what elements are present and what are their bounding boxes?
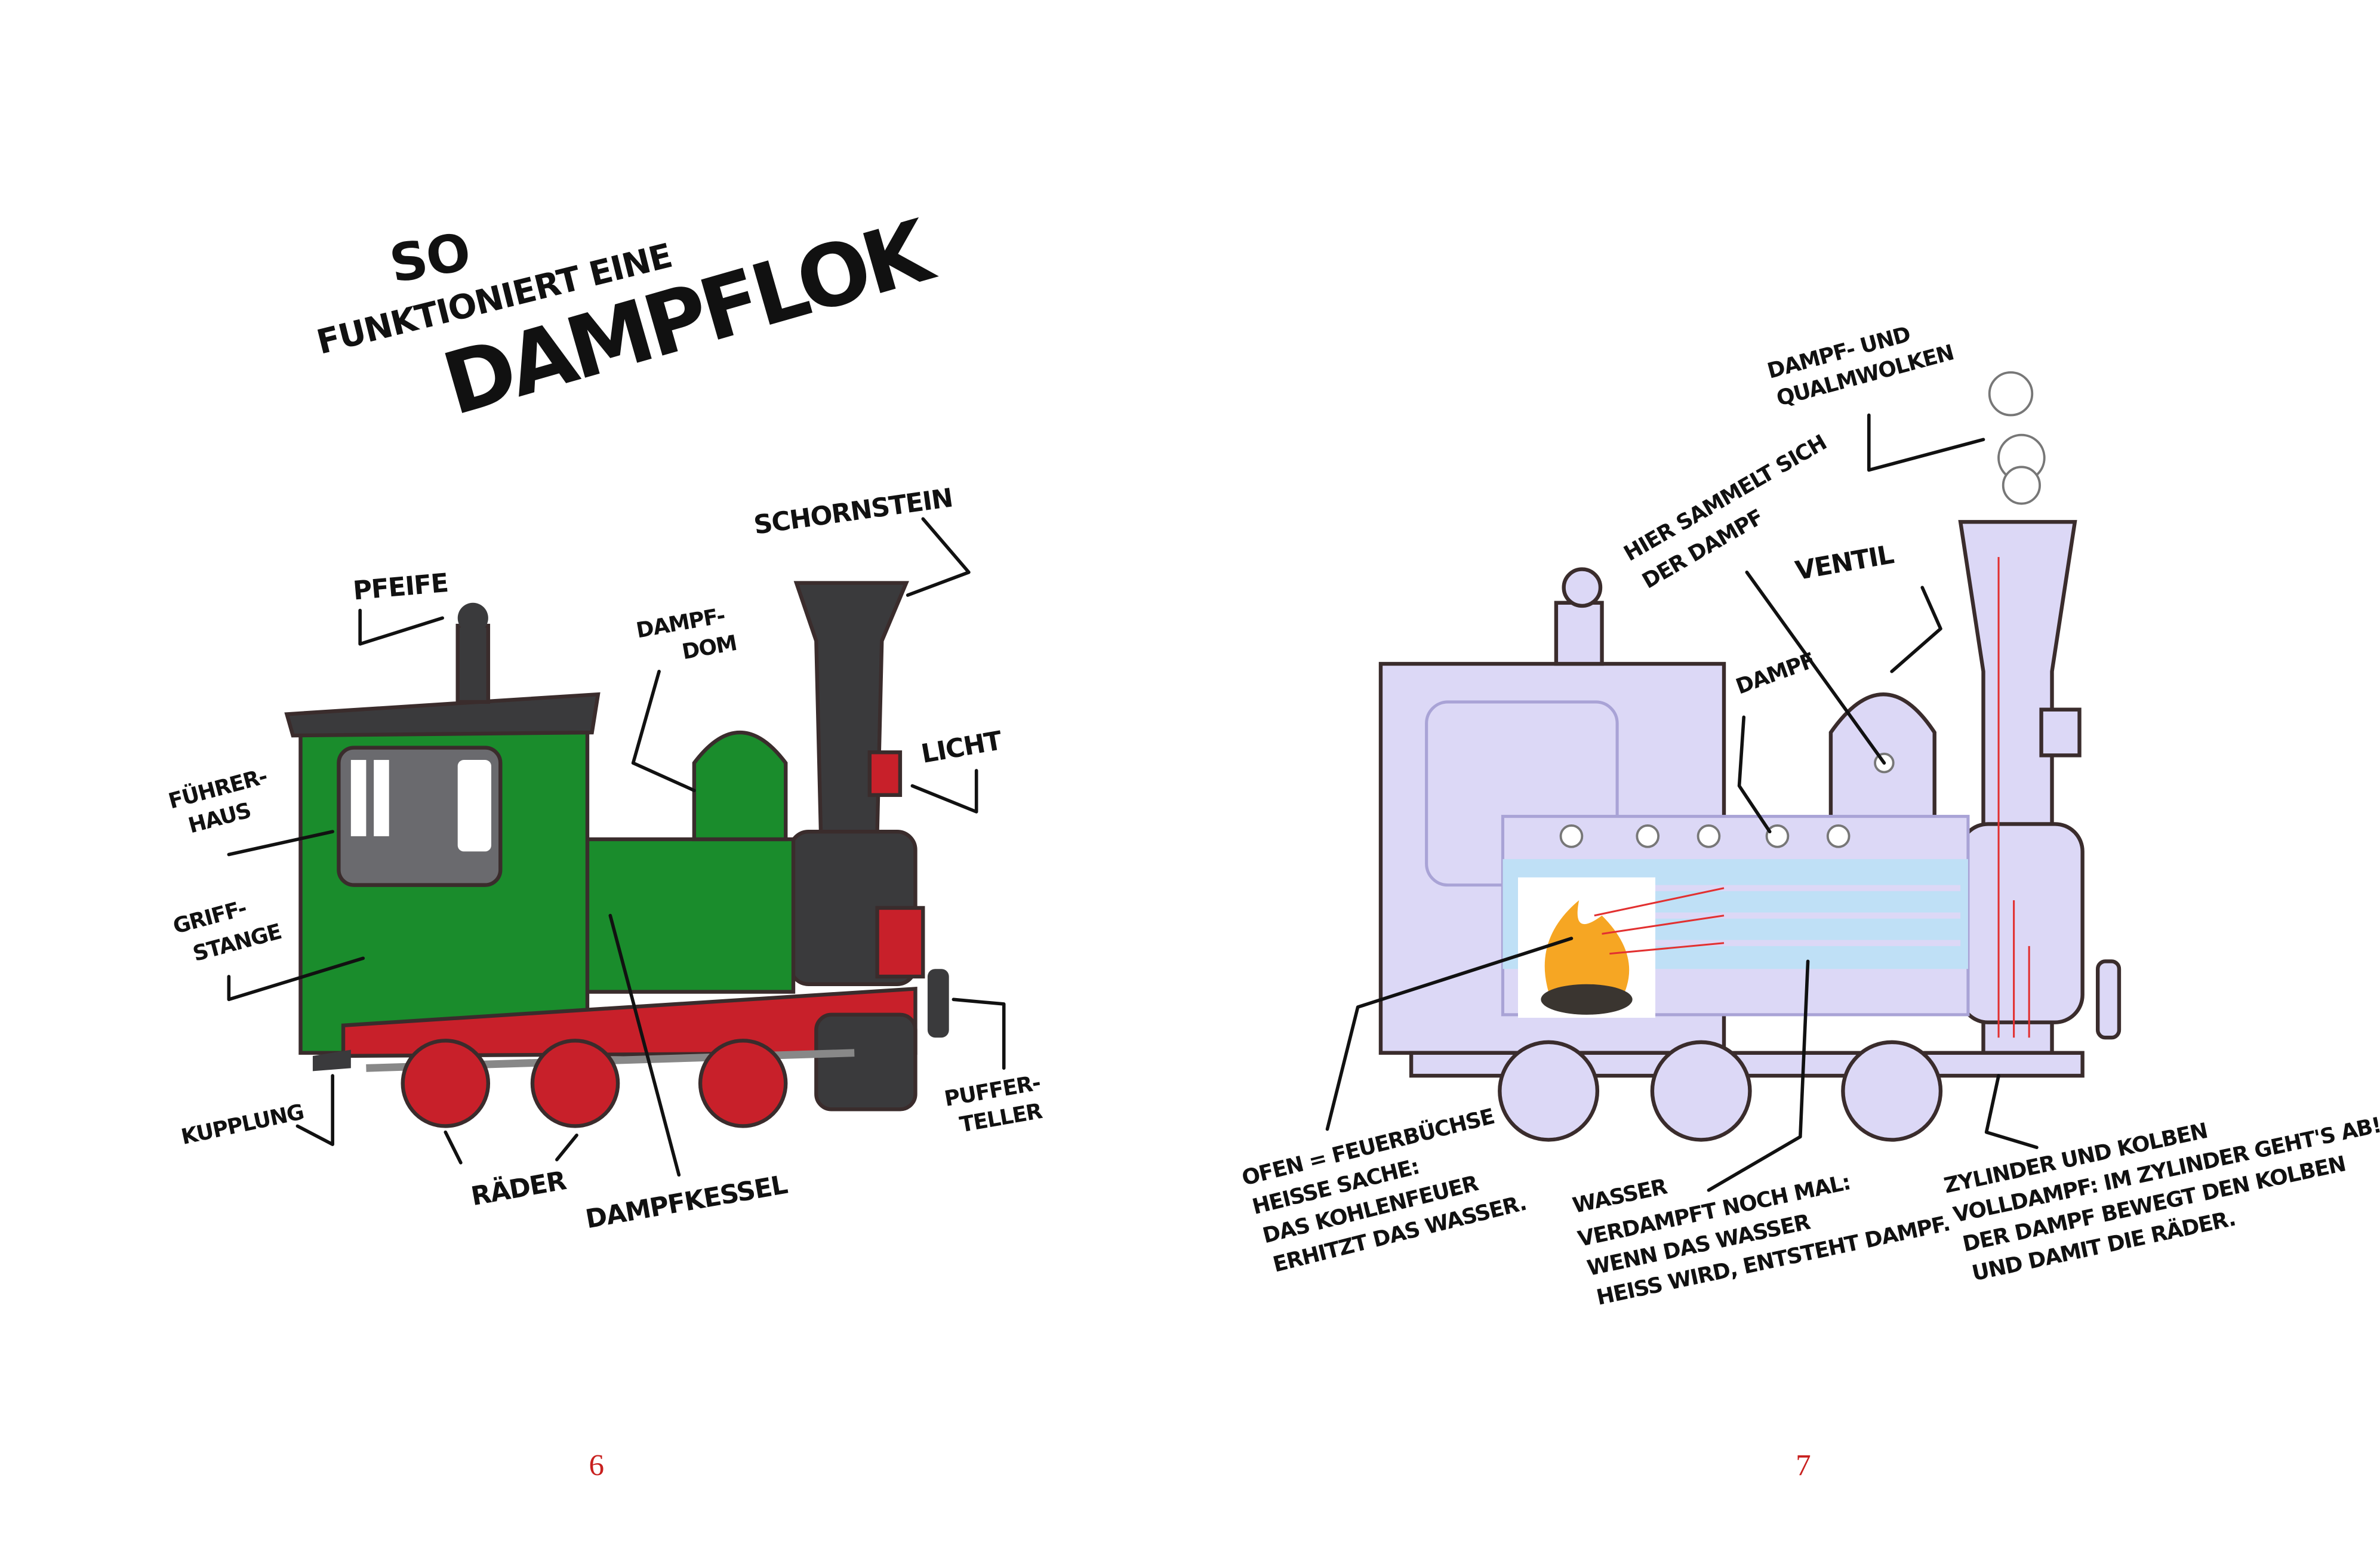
coupling bbox=[312, 1049, 351, 1071]
arrow bbox=[444, 1130, 578, 1165]
label-wasser: Verdampft noch mal: Wenn das Wasser heiß… bbox=[1576, 1170, 1952, 1310]
title-line1: So bbox=[385, 221, 474, 295]
label-zylinder: Zylinder und Kolben Volldampf: Im Zylind… bbox=[1942, 1113, 2380, 1286]
label-kupplung: Kupplung bbox=[179, 1100, 306, 1150]
fire-icon bbox=[1544, 900, 1630, 992]
page-number-right: 7 bbox=[1796, 1449, 1811, 1483]
cutaway-locomotive bbox=[1378, 371, 2122, 1142]
arrow bbox=[631, 670, 696, 792]
whistle bbox=[455, 623, 491, 704]
label-ofen: Ofen = Feuerbüchse Heiße Sache: Das Kohl… bbox=[1239, 1104, 1529, 1277]
wheel bbox=[698, 1039, 788, 1128]
page-number-left: 6 bbox=[589, 1449, 605, 1483]
cab-roof bbox=[284, 692, 601, 738]
arrow bbox=[1325, 937, 1574, 1131]
arrow bbox=[608, 913, 681, 1177]
boiler bbox=[577, 837, 796, 994]
right-page: Dampf- und Qualmwolken Hier sammelt sich… bbox=[1239, 322, 2380, 1483]
label-pfeife: Pfeife bbox=[352, 568, 449, 606]
arrow bbox=[1707, 959, 1810, 1192]
arrow bbox=[910, 769, 978, 814]
wheel bbox=[530, 1039, 620, 1128]
arrow bbox=[227, 956, 365, 1002]
label-ventil: Ventil bbox=[1793, 540, 1896, 586]
coal bbox=[1541, 984, 1633, 1015]
left-page: So Funktioniert eine Dampflok bbox=[166, 200, 1044, 1483]
smokebox bbox=[1958, 822, 2085, 1024]
arrow bbox=[1867, 413, 1985, 472]
buffer bbox=[2095, 959, 2122, 1040]
wheel bbox=[1498, 1040, 1600, 1142]
arrow bbox=[227, 830, 334, 857]
steam-dome bbox=[692, 731, 788, 842]
arrow bbox=[1890, 586, 1942, 673]
wheel bbox=[401, 1039, 491, 1128]
label-dampfdom-2: dom bbox=[680, 631, 738, 664]
wheel bbox=[1650, 1040, 1752, 1142]
arrow bbox=[358, 608, 444, 646]
title: So Funktioniert eine Dampflok bbox=[313, 200, 945, 435]
label-raeder: Räder bbox=[469, 1165, 568, 1212]
label-schornstein: Schornstein bbox=[752, 484, 955, 541]
buffer bbox=[927, 969, 949, 1038]
lamp bbox=[867, 750, 903, 798]
arrow bbox=[952, 997, 1006, 1070]
green-locomotive bbox=[284, 581, 949, 1128]
arrow bbox=[1984, 1074, 2039, 1150]
label-dampf: Dampf bbox=[1733, 648, 1818, 699]
arrow bbox=[906, 517, 971, 597]
label-dampfkessel: Dampfkessel bbox=[583, 1170, 790, 1235]
arrow bbox=[1737, 715, 1772, 833]
title-line3: Dampflok bbox=[433, 200, 945, 435]
wheel bbox=[1841, 1040, 1943, 1142]
arrow bbox=[295, 1074, 334, 1146]
label-licht: Licht bbox=[919, 726, 1005, 769]
arrow bbox=[1745, 570, 1886, 765]
